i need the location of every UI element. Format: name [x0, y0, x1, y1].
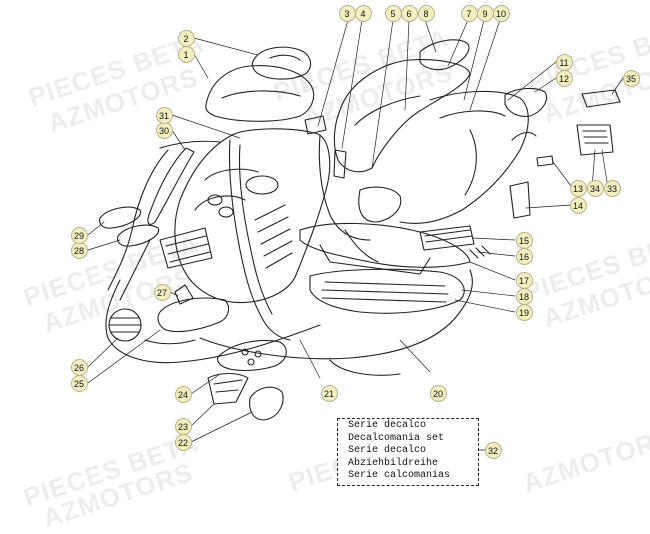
decal-oval-28	[117, 224, 160, 247]
callout-28[interactable]: 28	[70, 241, 88, 259]
small-badge	[304, 115, 327, 135]
tail-cover	[419, 39, 470, 71]
front-shield	[174, 128, 331, 304]
parts-diagram: PIECES BETA AZMOTORS PIECES BETA AZMOTOR…	[20, 4, 650, 533]
callout-10[interactable]: 10	[492, 4, 510, 22]
info-tag	[576, 124, 614, 156]
callout-9[interactable]: 9	[476, 4, 494, 22]
kick-panel	[217, 339, 287, 372]
trim-strip	[228, 139, 291, 341]
legend-line: Serie decalco	[348, 420, 427, 431]
legend-line: Abziehbildreihe	[348, 457, 439, 469]
seat	[333, 59, 471, 173]
callout-35[interactable]: 35	[622, 69, 640, 87]
side-decal	[207, 372, 249, 405]
callout-19[interactable]: 19	[515, 303, 533, 321]
lower-decal	[249, 386, 284, 421]
tunnel-cover	[318, 134, 371, 241]
callout-14[interactable]: 14	[569, 196, 587, 214]
callout-25[interactable]: 25	[70, 374, 88, 392]
callout-20[interactable]: 20	[429, 384, 447, 402]
callout-17[interactable]: 17	[515, 271, 533, 289]
headlight-lens	[251, 46, 312, 80]
callout-22[interactable]: 22	[174, 433, 192, 451]
tail-light	[504, 87, 548, 117]
callout-5[interactable]: 5	[384, 4, 402, 22]
logo-badge	[581, 89, 621, 108]
side-panel-lower	[199, 269, 473, 360]
callout-4[interactable]: 4	[354, 4, 372, 22]
decal-oval-29	[99, 206, 142, 229]
front-grille-decal	[159, 227, 213, 269]
floor-mat	[309, 268, 465, 314]
callout-29[interactable]: 29	[70, 226, 88, 244]
callout-16[interactable]: 16	[515, 247, 533, 265]
legend-line: Decalcomania set	[348, 432, 445, 444]
front-lower-body	[105, 279, 321, 364]
callout-26[interactable]: 26	[70, 358, 88, 376]
callout-3[interactable]: 3	[338, 4, 356, 22]
mudguard-decal	[157, 297, 230, 333]
side-stripe-decal	[147, 147, 195, 225]
callout-23[interactable]: 23	[174, 417, 192, 435]
reflector	[536, 155, 554, 167]
callout-31[interactable]: 31	[155, 106, 173, 124]
callout-34[interactable]: 34	[586, 179, 604, 197]
callout-1[interactable]: 1	[177, 45, 195, 63]
callout-21[interactable]: 21	[320, 384, 338, 402]
floor-panel	[299, 222, 471, 268]
callout-6[interactable]: 6	[400, 4, 418, 22]
headlight-cover	[205, 65, 315, 122]
legend-line: Serie decalco	[348, 445, 427, 456]
callout-18[interactable]: 18	[515, 287, 533, 305]
mudflap	[509, 181, 531, 219]
decal-set-legend: Serie decalco Decalcomania set Serie dec…	[337, 418, 479, 486]
callout-32[interactable]: 32	[484, 441, 502, 459]
callout-2[interactable]: 2	[177, 29, 195, 47]
callout-12[interactable]: 12	[555, 69, 573, 87]
callout-8[interactable]: 8	[417, 4, 435, 22]
callout-30[interactable]: 30	[155, 121, 173, 139]
callout-15[interactable]: 15	[515, 231, 533, 249]
rear-body-side	[399, 90, 529, 225]
legend-line: Serie calcomanias	[348, 470, 451, 481]
callout-33[interactable]: 33	[603, 179, 621, 197]
callout-27[interactable]: 27	[153, 283, 171, 301]
callout-24[interactable]: 24	[174, 385, 192, 403]
callout-11[interactable]: 11	[555, 53, 573, 71]
callout-13[interactable]: 13	[569, 179, 587, 197]
scooter-bodywork-drawing	[87, 19, 624, 451]
callout-7[interactable]: 7	[460, 4, 478, 22]
